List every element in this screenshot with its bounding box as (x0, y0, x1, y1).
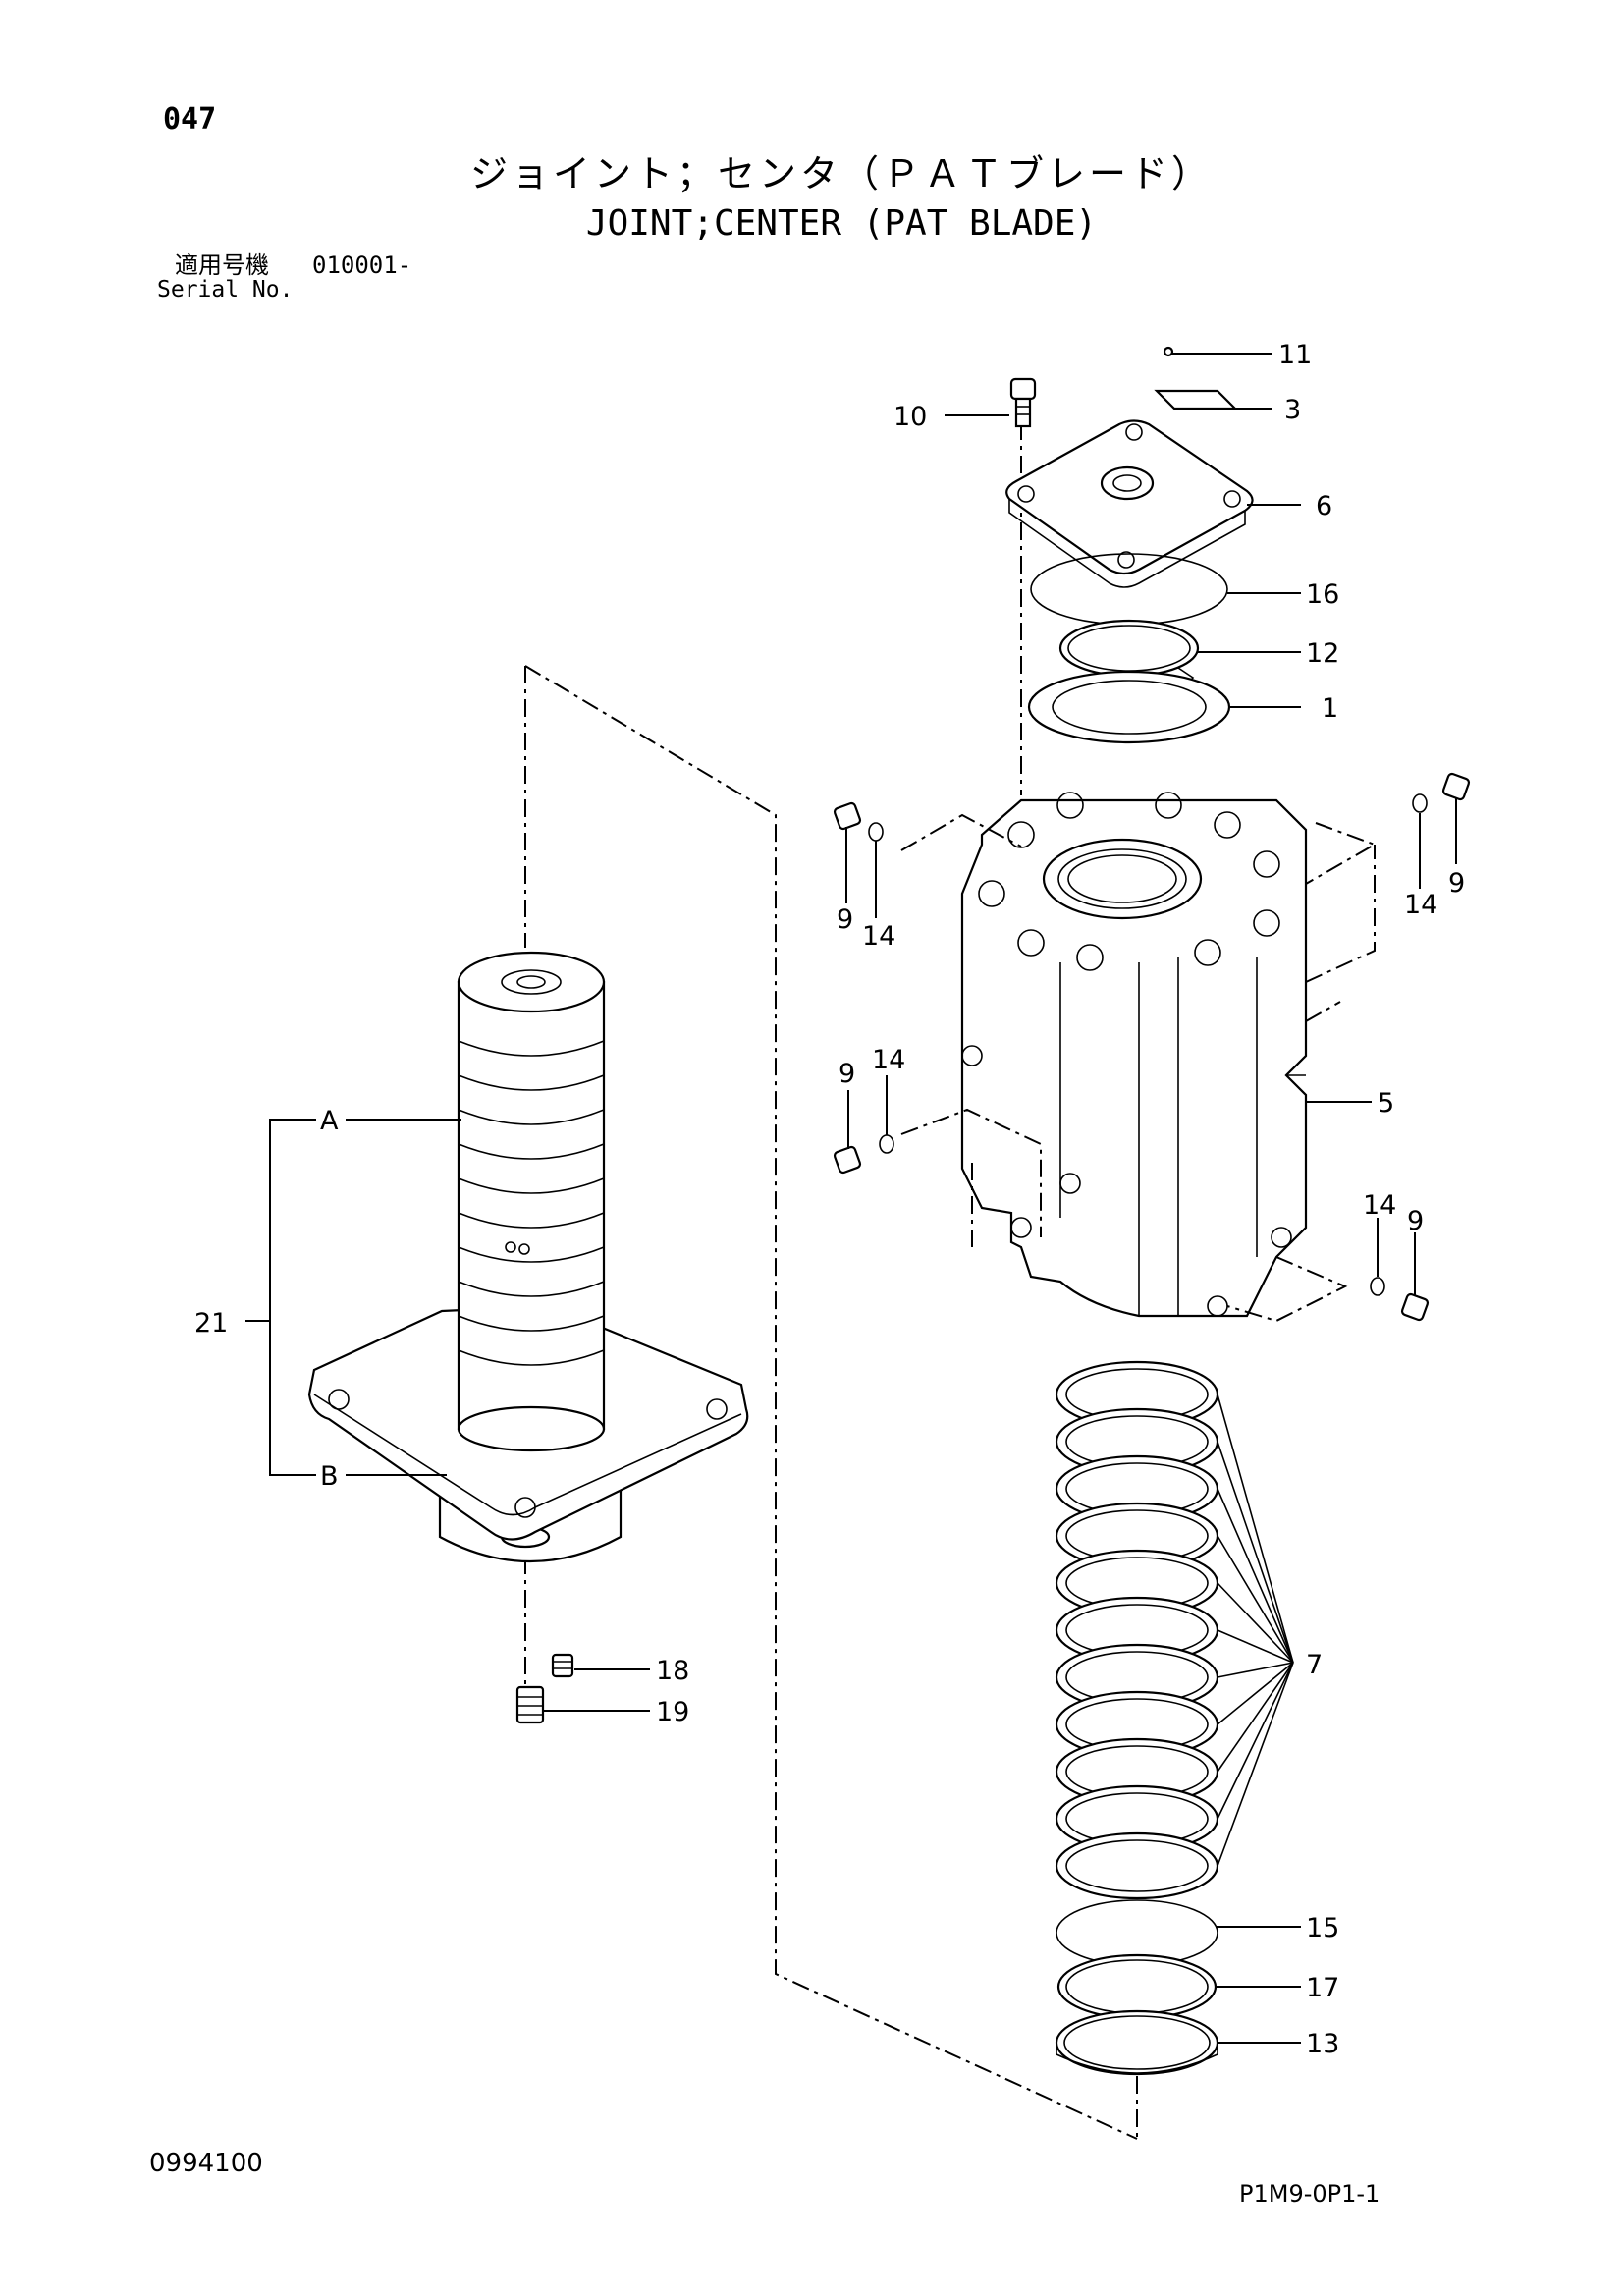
callout-b: B (320, 1461, 339, 1492)
pin (1163, 346, 1174, 357)
thrust-washer (1027, 670, 1231, 744)
callout-14-upper-right: 14 (1404, 890, 1437, 920)
assembly-bracket (245, 1119, 461, 1476)
callout-11: 11 (1278, 340, 1312, 370)
callout-21: 21 (194, 1308, 228, 1339)
callout-labels: 11 3 10 6 16 12 1 5 7 15 17 13 18 19 21 … (194, 340, 1465, 2059)
callout-14-upper-left: 14 (862, 921, 895, 952)
callout-9-lower-right: 9 (1407, 1206, 1424, 1236)
housing (960, 792, 1308, 1318)
title-english: JOINT;CENTER (PAT BLADE) (585, 203, 1098, 244)
serial-number-range: 010001- (312, 251, 412, 279)
callout-9-upper-right: 9 (1448, 868, 1465, 899)
port-connectors (900, 813, 1378, 1323)
plug-fittings (515, 1653, 574, 1724)
callout-13: 13 (1306, 2029, 1339, 2059)
callout-19: 19 (656, 1697, 689, 1727)
page-number: 047 (163, 102, 217, 137)
callout-16: 16 (1306, 579, 1339, 610)
callout-12: 12 (1306, 638, 1339, 669)
dust-seal (1055, 2009, 1219, 2076)
callout-7: 7 (1306, 1650, 1323, 1680)
title-japanese: ジョイント；センタ（ＰＡＴブレード） (469, 152, 1213, 195)
assembly-centerlines (524, 422, 1138, 2140)
serial-label-english: Serial No. (157, 277, 294, 302)
callout-a: A (320, 1106, 339, 1136)
page-code: P1M9-0P1-1 (1239, 2180, 1380, 2208)
callout-14-lower-left: 14 (872, 1045, 905, 1075)
seal-leader-fan (1217, 1394, 1294, 1867)
callout-6: 6 (1316, 491, 1332, 521)
callout-17: 17 (1306, 1973, 1339, 2003)
callout-1: 1 (1322, 693, 1338, 724)
backup-ring (1056, 1953, 1218, 2020)
callout-9-lower-left: 9 (839, 1059, 855, 1089)
bolt (1009, 377, 1037, 428)
callout-15: 15 (1306, 1913, 1339, 1943)
document-number: 0994100 (149, 2149, 263, 2178)
leader-lines (543, 353, 1457, 2044)
seal-stack (1055, 1360, 1219, 1900)
callout-10: 10 (893, 402, 927, 432)
side-plugs (833, 772, 1471, 1322)
callout-18: 18 (656, 1656, 689, 1686)
name-plate (1154, 389, 1238, 410)
spindle-assembly (307, 951, 749, 1562)
callout-3: 3 (1284, 395, 1301, 425)
callout-5: 5 (1378, 1088, 1394, 1119)
callout-9-upper-left: 9 (837, 904, 853, 935)
cover-plate (1005, 419, 1254, 588)
callout-14-lower-right: 14 (1363, 1190, 1396, 1221)
serial-label-japanese: 適用号機 (175, 251, 269, 279)
